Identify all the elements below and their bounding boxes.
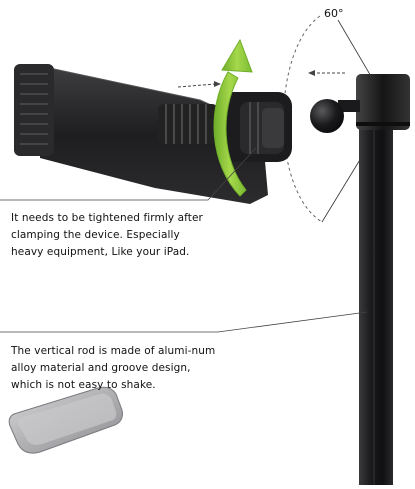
clamp-body [40,66,268,204]
dashed-direction-arrow-icon-left [177,83,216,88]
locking-nut [218,92,292,162]
ball-neck [338,100,360,112]
callout-line-tighten [0,147,257,201]
clamp-grip [14,64,54,156]
curved-rotation-arrow-icon [213,38,253,197]
ball-joint [310,99,344,133]
callout-line-rod [0,311,368,333]
vertical-rod [359,128,393,485]
tablet-device [8,386,123,454]
rod-cap [356,74,410,130]
threaded-connector [158,104,218,144]
angle-label: 60° [324,7,344,20]
rotation-range-arc [283,15,323,223]
tighten-caption: It needs to be tightened firmly after cl… [11,212,203,258]
rod-caption: The vertical rod is made of alumi-num al… [11,345,216,391]
